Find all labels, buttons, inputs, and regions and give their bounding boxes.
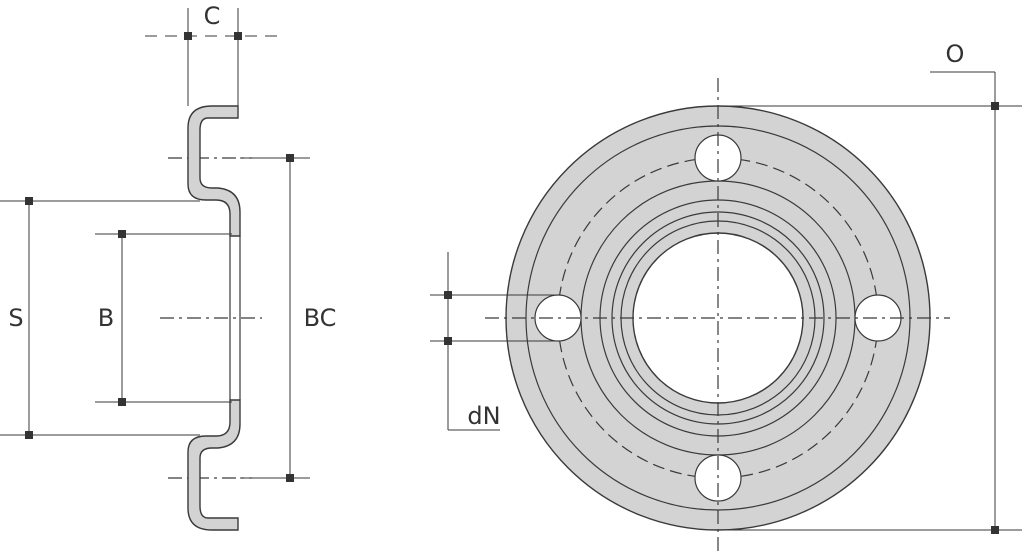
s-marker-bottom (25, 431, 33, 439)
b-marker-top (118, 230, 126, 238)
front-view: O dN (430, 40, 1022, 552)
bc-marker-top (286, 154, 294, 162)
bolt-hole-bottom (694, 454, 742, 502)
c-marker-left (184, 32, 192, 40)
c-marker-right (234, 32, 242, 40)
s-label: S (8, 304, 23, 332)
dn-marker-top (444, 291, 452, 299)
o-marker-bottom (991, 526, 999, 534)
dn-marker-bottom (444, 337, 452, 345)
b-marker-bottom (118, 398, 126, 406)
side-view: C S B BC (0, 2, 337, 531)
o-label: O (946, 40, 965, 68)
c-label: C (204, 2, 221, 30)
flange-profile-bottom (187, 399, 241, 531)
bc-marker-bottom (286, 474, 294, 482)
b-label: B (98, 304, 114, 332)
s-marker-top (25, 197, 33, 205)
bc-label: BC (304, 304, 337, 332)
o-marker-top (991, 102, 999, 110)
flange-profile-top (187, 105, 241, 237)
dn-label: dN (467, 402, 500, 430)
